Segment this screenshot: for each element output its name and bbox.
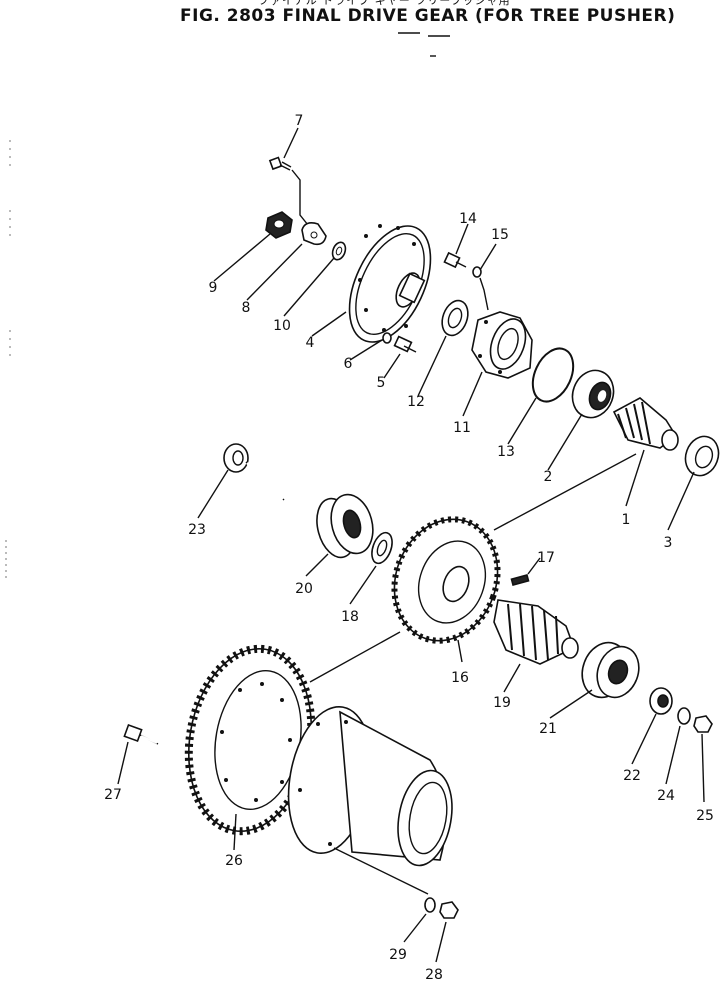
callout-7: 7: [294, 113, 304, 129]
callout-28: 28: [425, 967, 443, 981]
scan-edge-marks: [5, 140, 11, 580]
callout-25: 25: [696, 808, 714, 824]
callout-29: 29: [389, 947, 407, 963]
part-5-bolt: [393, 335, 417, 353]
callout-10: 10: [273, 318, 291, 334]
callout-19: 19: [493, 695, 511, 711]
callout-9: 9: [208, 280, 218, 296]
part-24-washer: [677, 707, 691, 725]
part-19-pinion: [493, 599, 579, 665]
hub-housing: [287, 705, 453, 867]
callout-12: 12: [407, 394, 425, 410]
callout-27: 27: [104, 787, 122, 803]
callout-4: 4: [305, 335, 315, 351]
leader-lines: [117, 127, 705, 963]
part-22-retainer: [649, 687, 673, 715]
callout-17: 17: [537, 550, 555, 566]
callout-18: 18: [341, 609, 359, 625]
part-13-o-ring: [531, 347, 575, 403]
callout-8: 8: [241, 300, 251, 316]
part-29-washer: [424, 897, 436, 913]
callout-22: 22: [623, 768, 641, 784]
part-3-bearing: [684, 435, 720, 477]
figure-subtitle-kana: ファイナル ドライブ ギヤー ツリープッシャ用: [258, 0, 511, 7]
figure-title: FIG. 2803 FINAL DRIVE GEAR (FOR TREE PUS…: [180, 6, 676, 26]
part-4-cover: [348, 224, 432, 343]
part-15-washer: [472, 266, 489, 311]
part-1-pinion-shaft: [612, 397, 679, 451]
callout-16: 16: [451, 670, 469, 686]
callout-20: 20: [295, 581, 313, 597]
part-18-spacer: [371, 531, 393, 565]
part-9-hex-nut: [265, 211, 293, 239]
callout-21: 21: [539, 721, 557, 737]
part-14-bolt: [443, 251, 467, 269]
part-21-bearing: [581, 641, 640, 699]
part-27-bolt: [123, 723, 159, 745]
callout-23: 23: [188, 522, 206, 538]
callout-13: 13: [497, 444, 515, 460]
callout-24: 24: [657, 788, 675, 804]
part-28-nut: [439, 901, 459, 919]
part-17-key: [510, 574, 530, 586]
callout-11: 11: [453, 420, 471, 436]
part-2-bearing: [571, 369, 615, 419]
callout-1: 1: [621, 512, 631, 528]
part-25-nut: [693, 715, 713, 733]
part-10-washer: [331, 241, 347, 261]
callout-26: 26: [225, 853, 243, 869]
callout-3: 3: [663, 535, 673, 551]
title-marks: [398, 32, 450, 57]
callout-15: 15: [491, 227, 509, 243]
part-8-lock-plate: [301, 222, 327, 246]
part-11-cage: [471, 311, 533, 379]
callout-5: 5: [376, 375, 386, 391]
callout-2: 2: [543, 469, 553, 485]
part-23-shaft: [223, 443, 285, 501]
part-20-bearing: [316, 493, 374, 559]
part-12-seal: [441, 299, 469, 337]
part-6-washer: [382, 332, 392, 344]
part-7-bolt: [268, 156, 309, 226]
callout-6: 6: [343, 356, 353, 372]
callout-14: 14: [459, 211, 477, 227]
part-16-gear: [391, 516, 501, 644]
